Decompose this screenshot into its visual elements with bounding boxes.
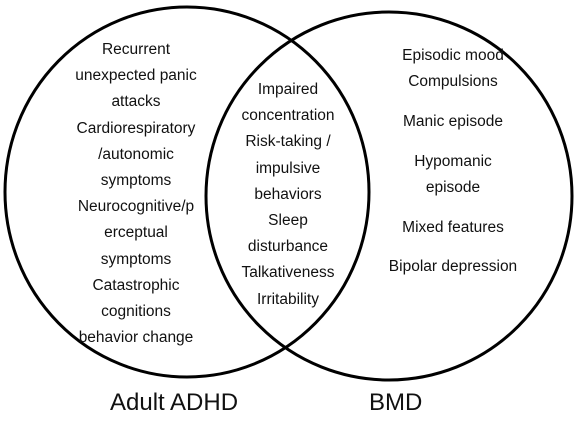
- region-text-line: concentration: [241, 107, 335, 125]
- region-text-line: Sleep: [268, 212, 308, 230]
- adult-adhd-circle: [3, 5, 371, 379]
- region-text-line: behavior change: [78, 329, 194, 347]
- bmd-label: BMD: [369, 389, 423, 416]
- region-text-line: Manic episode: [403, 112, 503, 130]
- region-text-line: Irritability: [256, 290, 319, 308]
- region-text-line: attacks: [111, 93, 161, 111]
- region-text-line: disturbance: [247, 238, 329, 256]
- region-text-line: Bipolar depression: [388, 258, 518, 276]
- region-text-line: symptoms: [100, 172, 172, 190]
- region-text-line: Risk-taking /: [245, 133, 331, 151]
- region-text-line: Mixed features: [402, 218, 504, 236]
- region-text-line: [368, 95, 538, 109]
- region-text-line: Talkativeness: [241, 264, 335, 282]
- region-text-line: [368, 201, 538, 215]
- region-text-line: symptoms: [100, 250, 172, 268]
- region-text-line: cognitions: [101, 303, 171, 321]
- region-text-line: Neurocognitive/p: [77, 198, 195, 216]
- region-text-line: /autonomic: [98, 145, 174, 163]
- region-text-line: Recurrent: [101, 41, 171, 58]
- region-text-line: erceptual: [104, 224, 168, 242]
- bmd-circle: [204, 10, 574, 382]
- region-text-line: [368, 241, 538, 255]
- region-text-line: impulsive: [255, 159, 321, 177]
- region-text-line: episode: [425, 178, 481, 196]
- adult-adhd-label: Adult ADHD: [110, 389, 239, 416]
- region-text-line: Hypomanic: [414, 152, 492, 170]
- region-text-line: [368, 135, 538, 149]
- region-text-line: unexpected panic: [75, 67, 197, 85]
- region-text-line: Catastrophic: [92, 276, 180, 294]
- region-text-line: behaviors: [254, 185, 322, 203]
- region-text-line: Impaired: [257, 81, 319, 98]
- region-text-line: Cardiorespiratory: [76, 119, 196, 137]
- region-text-line: Episodic mood: [402, 47, 504, 64]
- region-text-line: Compulsions: [408, 73, 498, 91]
